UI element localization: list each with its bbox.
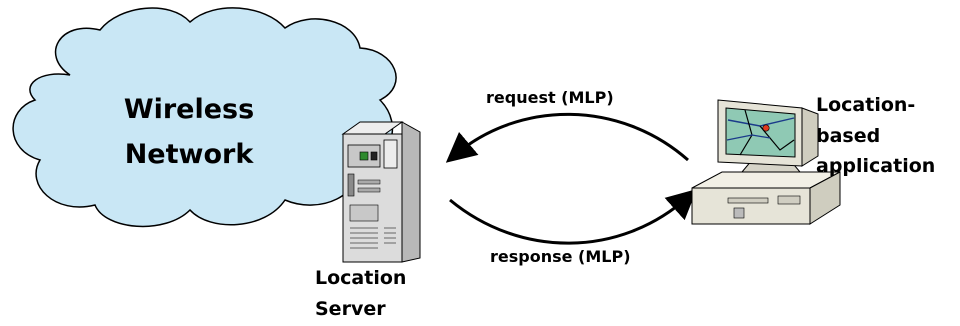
- cloud-label-line1: Wireless: [124, 94, 254, 125]
- desktop-computer-icon: [691, 99, 841, 225]
- server-label-line1: Location: [315, 267, 406, 289]
- wireless-network-cloud: Wireless Network: [12, 7, 397, 228]
- request-arrow: [445, 112, 689, 163]
- response-arrow: [449, 188, 697, 245]
- client-label-line3: application: [816, 155, 935, 177]
- server-label-line2: Server: [315, 298, 386, 320]
- client-label-line2: based: [816, 125, 880, 147]
- location-server-icon: [341, 121, 421, 263]
- request-label: request (MLP): [486, 88, 614, 107]
- response-label: response (MLP): [490, 247, 631, 266]
- client-label-line1: Location-: [816, 94, 915, 116]
- cloud-label-line2: Network: [125, 139, 255, 170]
